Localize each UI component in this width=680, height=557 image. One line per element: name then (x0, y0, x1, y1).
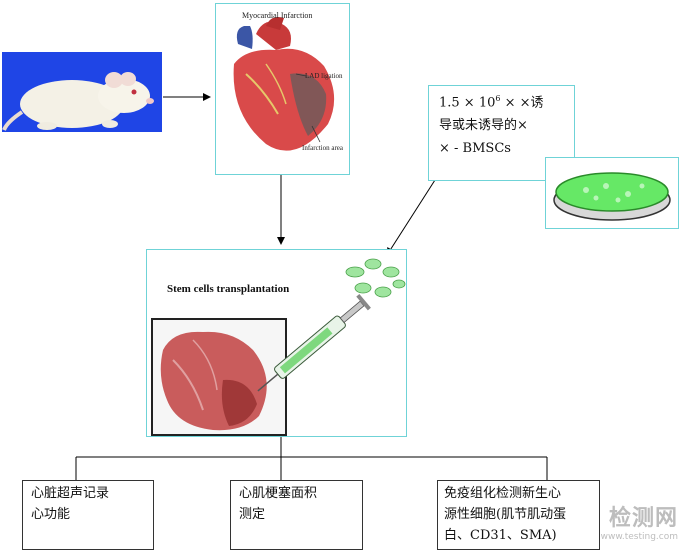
petri-dish-panel (545, 157, 679, 229)
stem-cells-transplantation-panel: Stem cells transplantation (146, 249, 407, 437)
transplant-title: Stem cells transplantation (167, 283, 290, 295)
lad-ligation-label: LAD ligation (305, 72, 343, 80)
arrow-cells-to-transplant (386, 179, 436, 256)
petri-dish-icon (553, 172, 671, 221)
infarction-area-label: Infarction area (302, 144, 343, 152)
bmsc-line-2: 导或未诱导的× (439, 118, 528, 134)
bmsc-line-1: 1.5 × 106 × ×诱 (439, 94, 544, 111)
rat-icon (2, 72, 154, 131)
heart-panel-title: Myocardial Infarction (242, 11, 313, 20)
myocardial-infarction-panel: Myocardial Infarction LAD ligation Infar… (215, 3, 350, 175)
stem-cell-cluster (345, 258, 406, 298)
heart-illustration (233, 17, 335, 151)
bmsc-line-3: × - BMSCs (439, 140, 511, 156)
watermark-en: www.testing.com (600, 532, 678, 542)
transplant-heart-icon (160, 331, 267, 431)
outcome-box-echocardiography: 心脏超声记录 心功能 (22, 480, 154, 550)
outcome-box-immunohistochemistry: 免疫组化检测新生心 源性细胞(肌节肌动蛋 白、CD31、SMA) (437, 480, 600, 550)
syringe-and-cells (257, 258, 406, 392)
outcome-box-infarct-size: 心肌梗塞面积 测定 (230, 480, 363, 550)
syringe-icon (257, 294, 371, 392)
rat-image (2, 52, 162, 132)
watermark-cn: 检测网 (608, 506, 678, 531)
transplant-heart-frame (151, 318, 287, 436)
watermark: 检测网 www.testing.com (568, 500, 678, 555)
